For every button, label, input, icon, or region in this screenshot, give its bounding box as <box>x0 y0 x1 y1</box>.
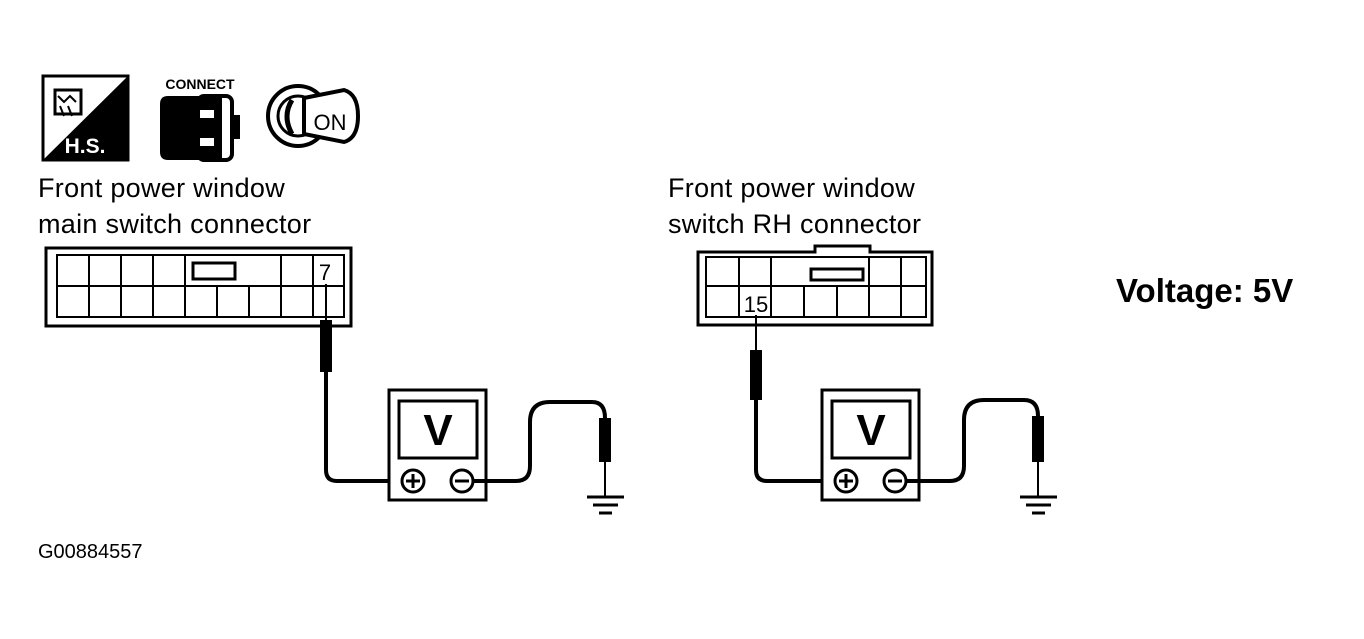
right-ground-icon <box>1020 495 1057 515</box>
voltage-spec: Voltage: 5V <box>1116 272 1294 309</box>
right-terminal-label: 15 <box>744 292 768 317</box>
left-ground-lead <box>473 400 611 497</box>
left-ground-icon <box>587 495 624 515</box>
left-connector-label-line1: Front power window <box>38 173 286 203</box>
right-voltmeter: V <box>820 388 921 502</box>
svg-text:V: V <box>856 406 886 455</box>
left-terminal-label: 7 <box>319 260 331 285</box>
right-connector-label-line2: switch RH connector <box>668 209 922 239</box>
right-probe <box>750 315 832 483</box>
svg-text:H.S.: H.S. <box>65 135 106 158</box>
left-voltmeter: V <box>387 388 488 502</box>
ignition-key-on-icon: ON <box>266 84 361 148</box>
svg-text:ON: ON <box>314 110 347 135</box>
left-probe <box>320 284 398 483</box>
right-connector-label-line1: Front power window <box>668 173 916 203</box>
left-connector: 7 <box>44 246 353 328</box>
figure-id: G00884557 <box>38 541 143 563</box>
left-connector-label-line2: main switch connector <box>38 209 312 239</box>
right-connector: 15 <box>696 244 934 327</box>
connect-icon: CONNECT <box>160 76 240 162</box>
right-ground-lead <box>906 398 1044 497</box>
svg-text:V: V <box>423 406 453 455</box>
svg-text:CONNECT: CONNECT <box>165 76 235 92</box>
harness-side-icon: H.S. <box>41 74 130 162</box>
